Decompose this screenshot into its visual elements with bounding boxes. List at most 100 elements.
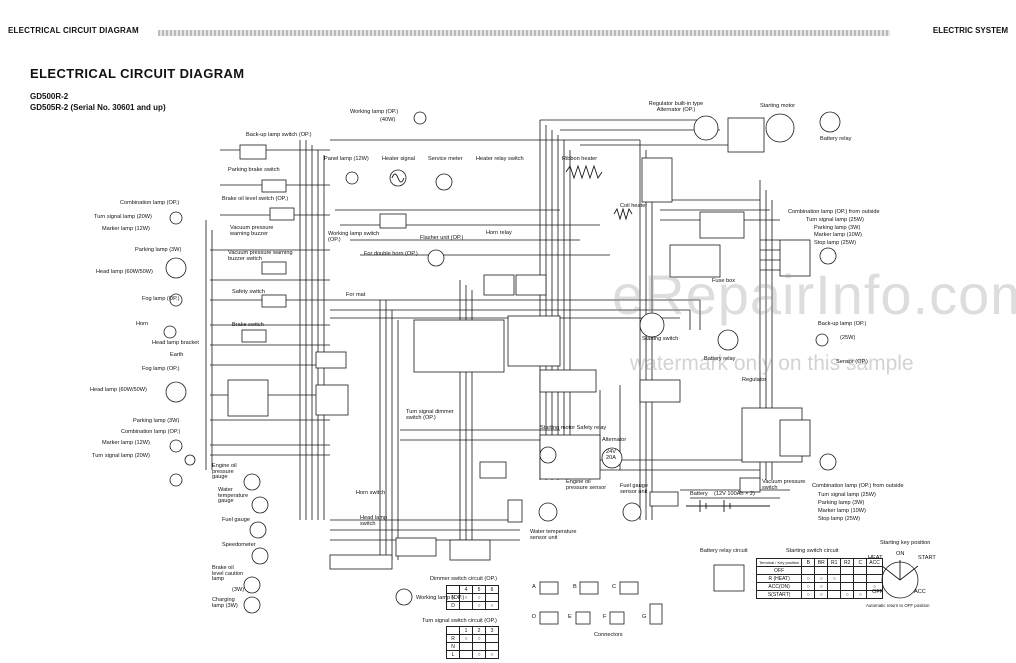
label-coil-heater: Coil heater (620, 203, 648, 209)
starting-col-2: BR (814, 558, 829, 567)
starting-row-acc: ACC(ON) (755, 582, 803, 591)
key-note: Automatic return to OFF position (866, 603, 930, 608)
label-for-mat: For mat (346, 292, 366, 298)
key-position-off: OFF (872, 589, 884, 595)
label-horn-relay: Horn relay (486, 230, 512, 236)
turn-col-2: 2 (472, 626, 486, 635)
starting-col-3: R1 (827, 558, 842, 567)
watermark-sub: watermark only on this sample (630, 352, 914, 375)
label-brake-oil-lamp-w: (3W) (232, 587, 245, 593)
label-right-turn-signal-2: Turn signal lamp (25W) (818, 492, 876, 498)
dimmer-col-3: 6 (485, 585, 499, 594)
dimmer-switch-circuit-title: Dimmer switch circuit (OP.) (430, 576, 498, 582)
connector-b-label: B (573, 584, 577, 590)
turn-row-r: R (446, 634, 460, 643)
page-title: ELECTRICAL CIRCUIT DIAGRAM (30, 66, 245, 81)
label-for-double-horn: For double horn (OP.) (364, 251, 418, 257)
label-horn-switch: Horn switch (356, 490, 386, 496)
label-heater-relay-switch: Heater relay switch (476, 156, 524, 162)
label-combination-lamp-2: Combination lamp (OP.) (121, 429, 181, 435)
label-combination-lamp: Combination lamp (OP.) (120, 200, 180, 206)
turn-col-1: 1 (459, 626, 473, 635)
page-header: ELECTRICAL CIRCUIT DIAGRAM ELECTRIC SYST… (8, 26, 1008, 38)
connector-f-label: F (603, 614, 607, 620)
label-combination-lamp-outside-2: Combination lamp (OP.) from outside (812, 483, 904, 489)
starting-row-heat: R (HEAT) (755, 574, 803, 583)
label-engine-oil-sensor: Engine oil pressure sensor (566, 479, 607, 491)
starting-col-1: B (801, 558, 816, 567)
header-left: ELECTRICAL CIRCUIT DIAGRAM (8, 26, 139, 35)
label-head-lamp-bottom: Head lamp (60W/50W) (90, 387, 147, 393)
label-brake-oil-level-switch: Brake oil level switch (OP.) (222, 196, 289, 202)
key-position-acc: ACC (914, 589, 926, 595)
starting-key-position-title: Starting key position (880, 540, 931, 546)
label-starting-motor-safety-relay: Starting motor Safety relay (540, 425, 607, 431)
label-combination-lamp-outside: Combination lamp (OP.) from outside (788, 209, 880, 215)
label-alt-spec: 24V 20A (606, 449, 616, 461)
starting-switch-circuit-title: Starting switch circuit (786, 548, 839, 554)
model-line-2: GD505R-2 (Serial No. 30601 and up) (30, 103, 166, 112)
dimmer-row-n: N (446, 593, 460, 602)
label-engine-oil-gauge: Engine oil pressure gauge (212, 463, 237, 481)
label-charging-lamp: Charging lamp (3W) (212, 597, 238, 609)
label-turn-signal-lamp: Turn signal lamp (20W) (94, 214, 152, 220)
label-working-lamp-w: (40W) (380, 117, 396, 123)
connector-a-label: A (532, 584, 536, 590)
label-turn-signal-dimmer-switch: Turn signal dimmer switch (OP.) (406, 409, 454, 421)
label-working-lamp-bottom: Working lamp (OP.) (416, 595, 465, 601)
dimmer-col-2: 5 (472, 585, 486, 594)
key-position-start: START (918, 555, 936, 561)
label-water-temp-gauge: Water temperature gauge (218, 487, 249, 505)
label-service-meter: Service meter (428, 156, 463, 162)
label-right-parking: Parking lamp (3W) (814, 225, 861, 231)
turn-row-n: N (446, 642, 460, 651)
label-vacuum-buzzer: Vacuum pressure warning buzzer (230, 225, 274, 237)
starting-col-0: Terminal / Key position (755, 558, 803, 567)
label-right-stop: Stop lamp (25W) (814, 240, 856, 246)
label-fuel-gauge-sensor: Fuel gauge sensor unit (620, 483, 648, 495)
label-panel-lamp: Panel lamp (12W) (324, 156, 369, 162)
label-right-stop-2: Stop lamp (25W) (818, 516, 860, 522)
label-vacuum-switch: Vacuum pressure warning buzzer switch (228, 250, 293, 262)
label-parking-brake-switch: Parking brake switch (228, 167, 280, 173)
label-backup-lamp-switch: Back-up lamp switch (OP.) (246, 132, 312, 138)
label-vacuum-pressure-switch: Vacuum pressure switch (762, 479, 806, 491)
connector-d-label: D (532, 614, 537, 620)
label-regulator-alternator: Regulator built-in type Alternator (OP.) (648, 101, 704, 113)
label-sensor-buzzer: Sensor (OP.) (836, 359, 868, 365)
label-water-temp-sensor: Water temperature sensor unit (530, 529, 577, 541)
label-safety-switch: Safety switch (232, 289, 265, 295)
label-right-turn-signal: Turn signal lamp (25W) (806, 217, 864, 223)
turn-signal-switch-table: 1 2 3 R ○○ N L ○○ (446, 626, 499, 659)
label-head-lamp-bracket: Head lamp bracket (152, 340, 199, 346)
label-flasher-unit: Flasher unit (OP.) (420, 235, 464, 241)
label-regulator: Regulator (742, 377, 767, 383)
label-working-lamp-switch: Working lamp switch (OP.) (328, 231, 380, 243)
label-brake-oil-lamp: Brake oil level caution lamp (212, 565, 244, 583)
label-right-parking-2: Parking lamp (3W) (818, 500, 865, 506)
label-brake-switch: Brake switch (232, 322, 264, 328)
label-earth: Earth (170, 352, 184, 358)
label-speedometer: Speedometer (222, 542, 256, 548)
label-starting-switch: Starting switch (642, 336, 679, 342)
label-right-marker-2: Marker lamp (10W) (818, 508, 866, 514)
connector-c-label: C (612, 584, 617, 590)
label-fuel-gauge: Fuel gauge (222, 517, 250, 523)
dimmer-col-1: 4 (459, 585, 473, 594)
label-battery-spec: (12V 100Ah × 2) (714, 491, 755, 497)
label-backup-lamp-w: (25W) (840, 335, 856, 341)
starting-col-5: C (853, 558, 868, 567)
label-horn: Horn (136, 321, 149, 327)
turn-col-3: 3 (485, 626, 499, 635)
label-fog-lamp-2: Fog lamp (OP.) (142, 366, 180, 372)
label-ribbon-heater: Ribbon heater (562, 156, 598, 162)
label-working-lamp: Working lamp (OP.) (350, 109, 399, 115)
label-backup-lamp: Back-up lamp (OP.) (818, 321, 867, 327)
label-fuse-box: Fuse box (712, 278, 736, 284)
starting-row-start: S(START) (755, 590, 803, 599)
header-rule (158, 30, 890, 36)
label-turn-signal-lamp-2: Turn signal lamp (20W) (92, 453, 150, 459)
key-position-on: ON (896, 551, 905, 557)
dimmer-switch-table: 4 5 6 N ○○ D ○○ (446, 585, 499, 610)
